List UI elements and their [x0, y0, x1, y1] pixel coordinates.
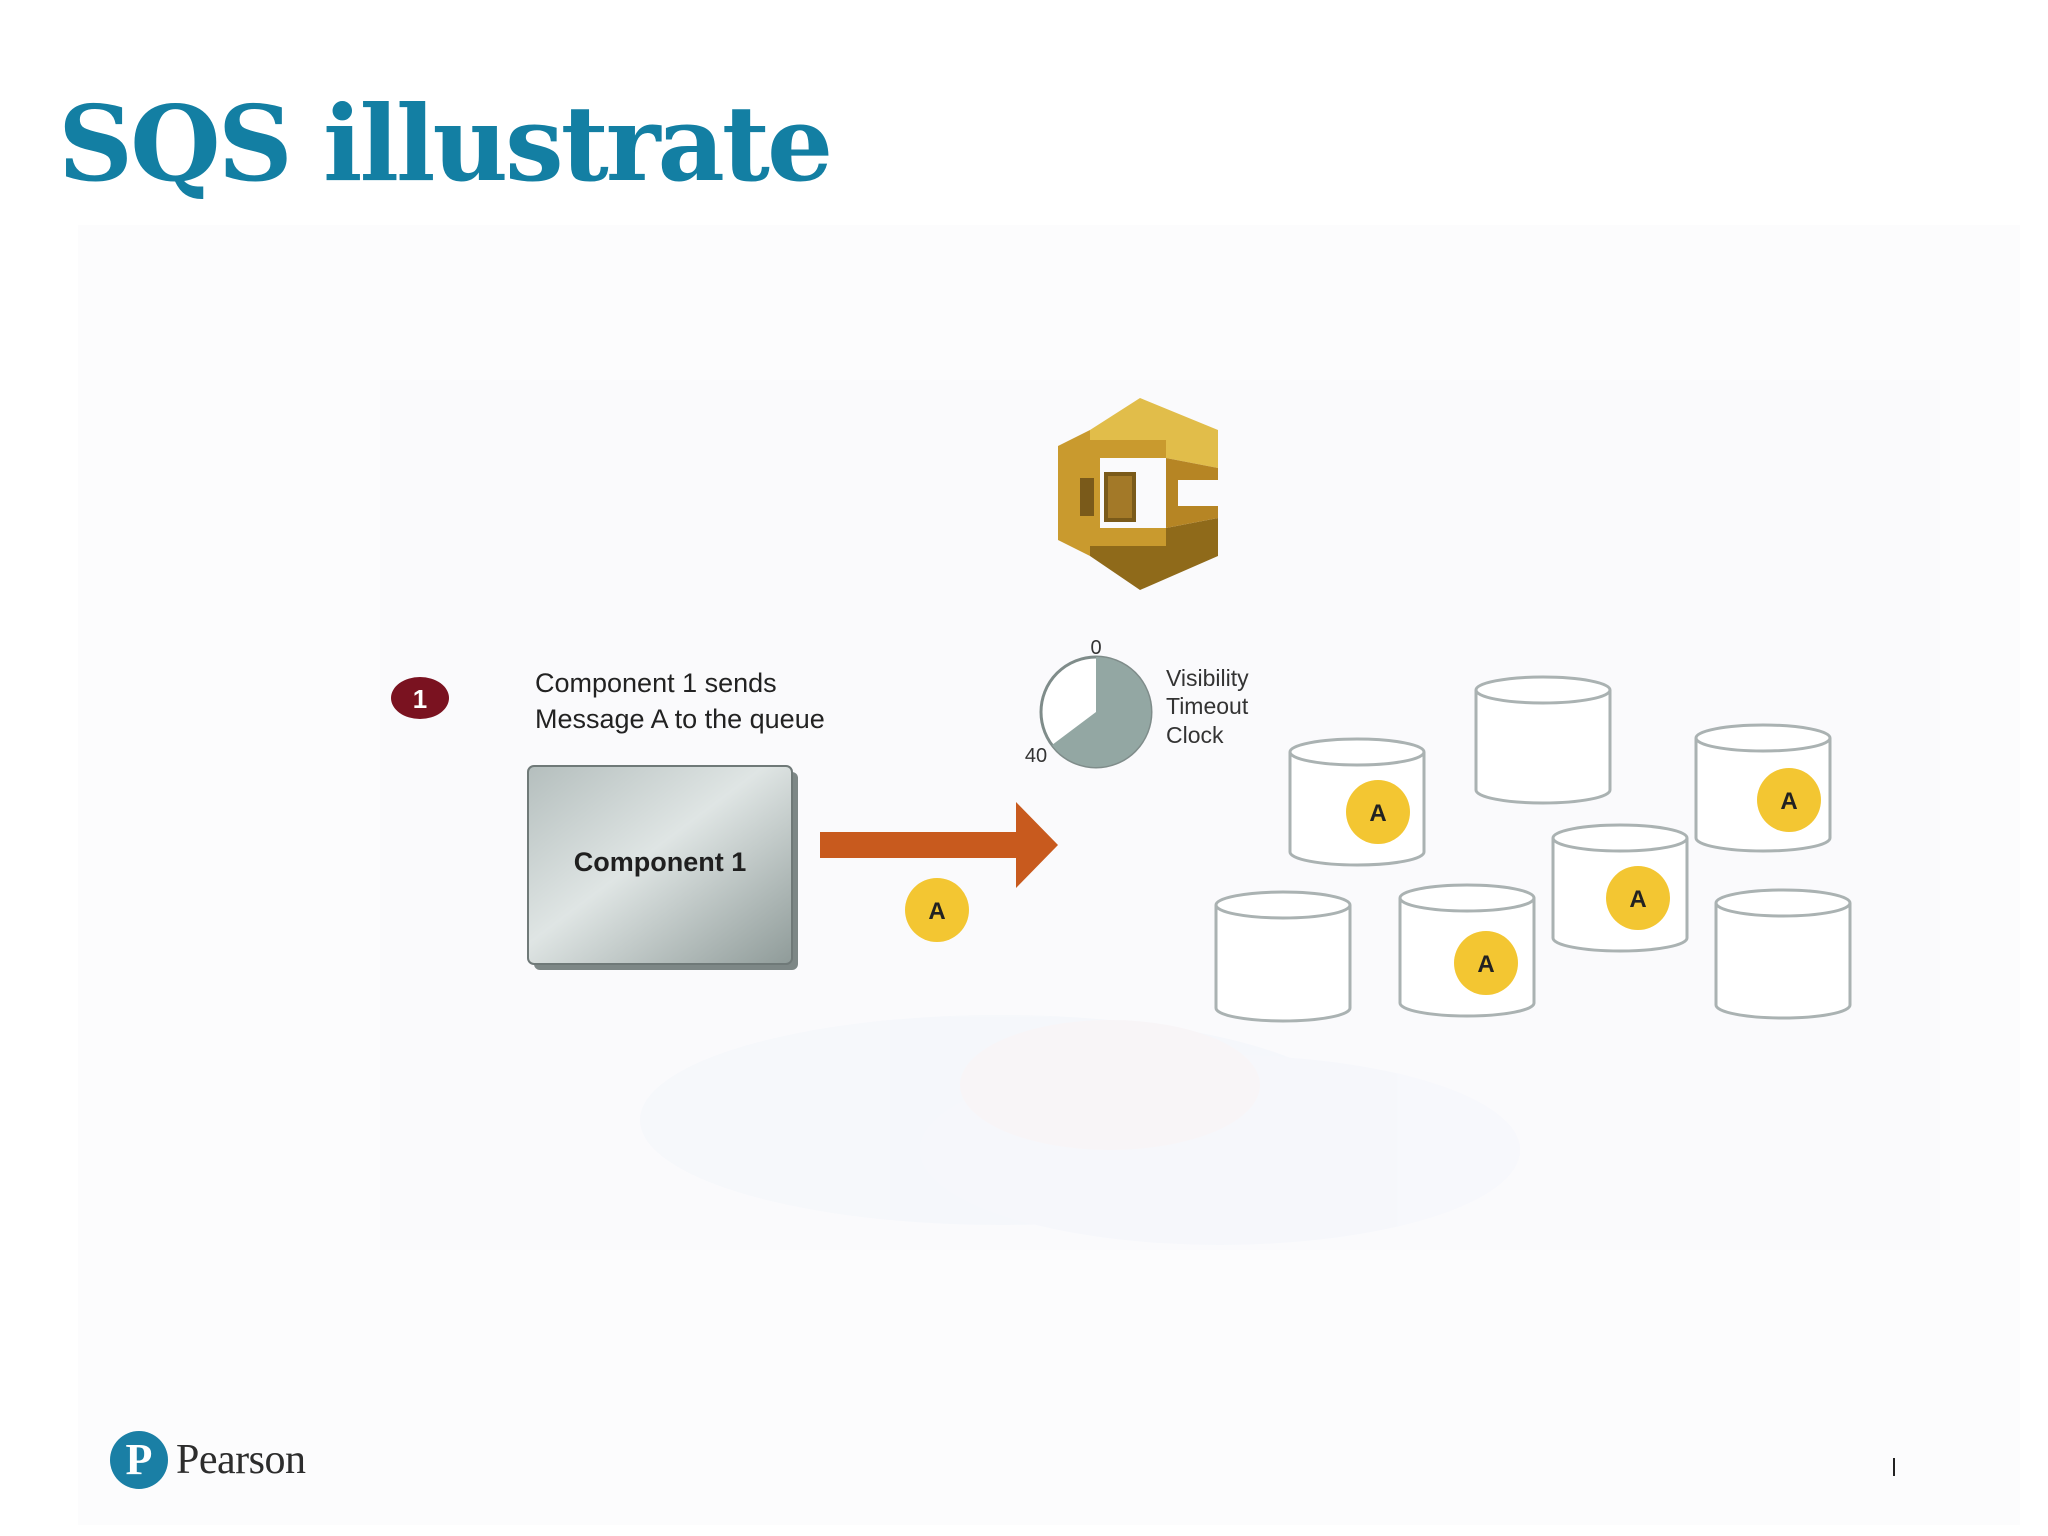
clock-top-label: 0	[1090, 637, 1101, 659]
server-cylinder: A	[1288, 737, 1426, 867]
queue-servers: A A A A	[1214, 675, 1852, 1023]
clock-caption-line3: Clock	[1166, 722, 1224, 748]
component-1-box: Component 1	[527, 765, 798, 970]
server-cylinder: A	[1398, 883, 1536, 1018]
server-message-label: A	[1780, 788, 1797, 815]
server-cylinder: A	[1694, 723, 1832, 853]
pearson-logo-mark: P	[110, 1431, 168, 1489]
server-cylinder	[1714, 888, 1852, 1020]
cloud-watermark	[640, 1015, 1520, 1245]
server-message-label: A	[1477, 951, 1494, 978]
step-description-line2: Message A to the queue	[535, 704, 825, 734]
step-description-line1: Component 1 sends	[535, 668, 777, 698]
message-a: A	[905, 878, 969, 942]
slide-title: SQS illustrate	[58, 82, 833, 205]
server-cylinder: A	[1551, 823, 1689, 953]
sqs-icon	[1058, 398, 1218, 590]
server-cylinder	[1214, 890, 1352, 1023]
server-message-label: A	[1369, 800, 1386, 827]
message-label: A	[928, 898, 945, 925]
pearson-logo: P Pearson	[110, 1425, 306, 1495]
step-badge: 1	[391, 677, 449, 719]
server-message-label: A	[1629, 886, 1646, 913]
page-marker	[1893, 1458, 1895, 1476]
pearson-logo-letter: P	[125, 1435, 153, 1484]
clock-caption-line1: Visibility	[1166, 665, 1249, 691]
step-number: 1	[413, 684, 427, 714]
send-arrow	[820, 802, 1058, 888]
pearson-logo-text: Pearson	[176, 1437, 306, 1483]
clock-caption-line2: Timeout	[1166, 693, 1249, 719]
component-label: Component 1	[574, 847, 747, 877]
visibility-timeout-clock: 0 40 Visibility Timeout Clock	[1025, 637, 1249, 769]
server-cylinder	[1474, 675, 1612, 805]
clock-side-label: 40	[1025, 745, 1047, 767]
